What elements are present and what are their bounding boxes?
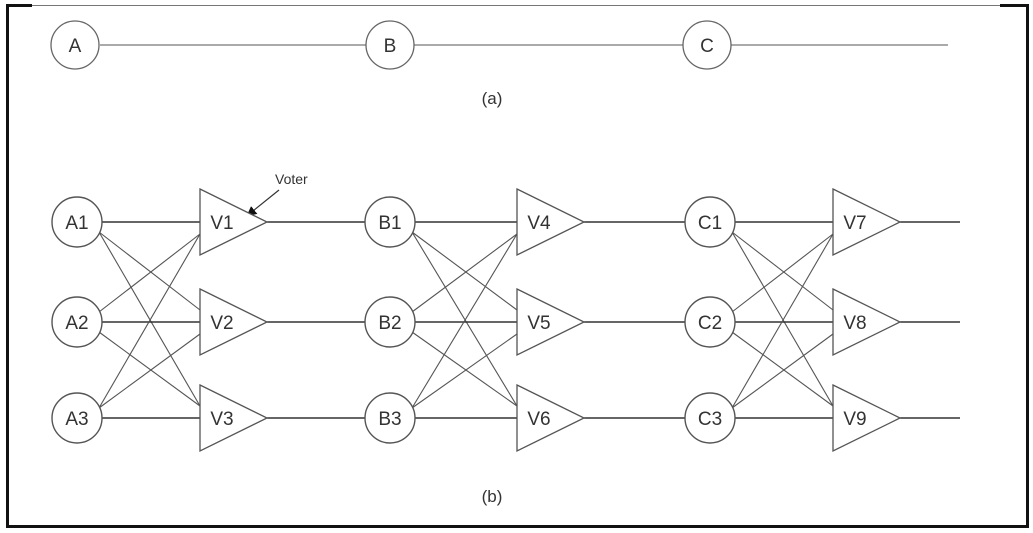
module-circle (50, 20, 100, 70)
part-a-node: A (50, 20, 100, 70)
module-label: A2 (65, 313, 88, 334)
module-label: A3 (65, 409, 88, 430)
part-b-caption: (b) (482, 487, 503, 506)
module-to-voter-cross-wire (411, 233, 518, 313)
voter: V3 (199, 383, 269, 453)
module: A3 (51, 392, 103, 444)
module-label: C (700, 36, 714, 57)
module-to-voter-cross-wire (411, 233, 518, 409)
voter: V7 (832, 187, 902, 257)
module: C2 (684, 296, 736, 348)
module-to-voter-cross-wire (731, 331, 834, 407)
voter-triangle (199, 187, 269, 257)
module-to-voter-cross-wire (731, 233, 834, 313)
module-to-voter-cross-wire (98, 233, 201, 409)
frame-corner-mark (6, 4, 32, 7)
voter-triangle (832, 187, 902, 257)
module-label: B1 (378, 213, 401, 234)
module-to-voter-cross-wire (98, 231, 201, 407)
voter-label: V9 (843, 409, 866, 430)
module-label: B (384, 36, 397, 57)
module: B2 (364, 296, 416, 348)
part-a-node: C (682, 20, 732, 70)
module: A2 (51, 296, 103, 348)
module-circle (684, 392, 736, 444)
module-circle (364, 392, 416, 444)
voter: V9 (832, 383, 902, 453)
module-circle (51, 392, 103, 444)
module-to-voter-cross-wire (98, 333, 201, 409)
module-circle (684, 296, 736, 348)
module-to-voter-cross-wire (411, 231, 518, 407)
module-circle (684, 196, 736, 248)
voter-label: V1 (210, 213, 233, 234)
voter-callout-arrow (246, 189, 280, 217)
voter: V5 (516, 287, 586, 357)
module-label: C3 (698, 409, 722, 430)
voter: V6 (516, 383, 586, 453)
voter-label: V4 (527, 213, 551, 234)
voter: V4 (516, 187, 586, 257)
module-label: B3 (378, 409, 401, 430)
module-circle (364, 296, 416, 348)
module-to-voter-cross-wire (731, 233, 834, 409)
module-to-voter-cross-wire (731, 231, 834, 407)
module: C3 (684, 392, 736, 444)
module-label: C2 (698, 313, 722, 334)
module-to-voter-cross-wire (411, 331, 518, 407)
module-circle (51, 196, 103, 248)
voter-triangle (199, 287, 269, 357)
voter-triangle (516, 287, 586, 357)
voter: V8 (832, 287, 902, 357)
voter-triangle (832, 383, 902, 453)
module-circle (365, 20, 415, 70)
voter-label: V6 (527, 409, 550, 430)
module-to-voter-cross-wire (98, 331, 201, 407)
voter-triangle (516, 187, 586, 257)
module: C1 (684, 196, 736, 248)
module-to-voter-cross-wire (98, 231, 201, 311)
voter-triangle (516, 383, 586, 453)
part-a-caption: (a) (482, 89, 503, 108)
module-to-voter-cross-wire (411, 231, 518, 311)
module-label: A (69, 36, 82, 57)
voter: V1 (199, 187, 269, 257)
voter: V2 (199, 287, 269, 357)
module: B1 (364, 196, 416, 248)
module-label: C1 (698, 213, 722, 234)
voter-label: V7 (843, 213, 866, 234)
module-label: B2 (378, 313, 401, 334)
module-to-voter-cross-wire (411, 333, 518, 409)
voter-label: V8 (843, 313, 866, 334)
voter-triangle (832, 287, 902, 357)
module: A1 (51, 196, 103, 248)
voter-callout: Voter (246, 171, 308, 217)
part-a-node: B (365, 20, 415, 70)
module-circle (682, 20, 732, 70)
voter-callout-label: Voter (275, 171, 308, 187)
voter-label: V5 (527, 313, 550, 334)
module-label: A1 (65, 213, 88, 234)
module-circle (51, 296, 103, 348)
module-to-voter-cross-wire (731, 333, 834, 409)
module: B3 (364, 392, 416, 444)
module-to-voter-cross-wire (731, 231, 834, 311)
module-circle (364, 196, 416, 248)
voter-label: V2 (210, 313, 233, 334)
part-a-simplex-chain: A B C (a) (50, 20, 948, 108)
module-to-voter-cross-wire (98, 233, 201, 313)
voter-label: V3 (210, 409, 233, 430)
voter-triangle (199, 383, 269, 453)
frame-corner-mark (1000, 4, 1029, 7)
